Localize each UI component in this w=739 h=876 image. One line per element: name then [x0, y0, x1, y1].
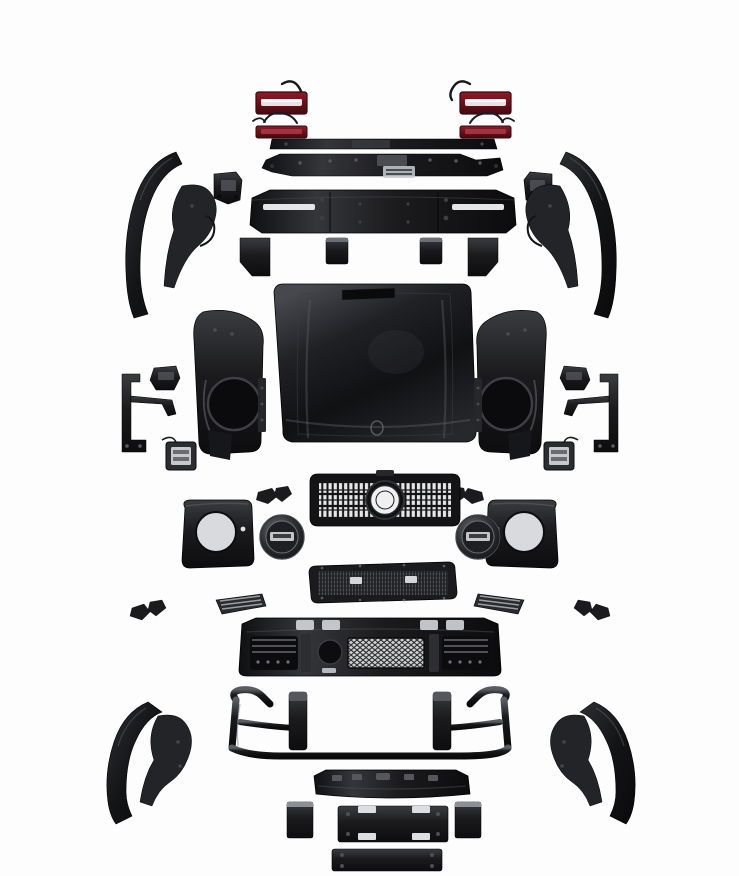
- grille-emblem-mount: [375, 490, 395, 510]
- fog-lamp-aperture: [317, 639, 343, 673]
- hood-scoop-slot: [341, 287, 396, 301]
- tail-lamp-right: [449, 80, 512, 115]
- front-liner-right: [550, 714, 603, 807]
- rear-liner-right: [525, 184, 579, 289]
- rear-spacer-b: [419, 237, 443, 265]
- radiator-grille: [309, 470, 461, 527]
- rear-bumper-cover: [249, 189, 517, 234]
- marker-lamp-left: [161, 436, 197, 471]
- rear-mud-flap-left: [239, 237, 271, 277]
- rear-flare-right: [559, 151, 617, 319]
- rear-spacer-a: [325, 237, 349, 265]
- headlamp-unit-left: [259, 514, 305, 560]
- support-bracket-left: [121, 373, 177, 453]
- plate-bracket-lower: [331, 848, 443, 872]
- clip-pair-upper-left: [256, 486, 292, 504]
- headlamp-bezel-right: [485, 499, 559, 569]
- marker-lamp-right: [543, 436, 579, 471]
- headlamp-unit-right: [455, 514, 501, 560]
- front-mud-flap-right: [454, 801, 482, 839]
- tail-lamp-left: [255, 80, 308, 115]
- clip-set-left: [129, 599, 167, 621]
- skid-plate: [313, 769, 471, 799]
- tail-lamp-harness-left: [252, 111, 308, 139]
- hood-panel: [273, 283, 477, 443]
- plate-bracket-upper: [337, 805, 449, 843]
- brush-guard: [228, 686, 512, 760]
- rear-crossbar: [269, 138, 498, 150]
- front-flare-left: [106, 701, 163, 825]
- rear-liner-left: [163, 184, 217, 289]
- tail-lamp-harness-right: [459, 111, 515, 139]
- rear-bracket-left: [213, 171, 243, 205]
- mount-block-left: [149, 365, 181, 391]
- side-vent-right: [473, 593, 525, 615]
- rear-impact-beam: [261, 153, 504, 178]
- rear-flare-left: [125, 151, 183, 319]
- clip-set-right: [573, 599, 611, 621]
- front-fender-right: [474, 310, 547, 460]
- cowl-vent-panel: [308, 561, 458, 604]
- front-flare-right: [579, 701, 636, 825]
- front-mud-flap-left: [286, 801, 314, 839]
- bumper-mesh: [347, 637, 425, 669]
- headlamp-bezel-left: [181, 499, 255, 569]
- mount-block-right: [559, 365, 591, 391]
- support-bracket-right: [563, 373, 619, 453]
- front-liner-left: [139, 714, 192, 807]
- hood-latch: [370, 420, 384, 436]
- side-vent-left: [215, 593, 267, 615]
- rear-mud-flap-right: [467, 237, 499, 277]
- front-fender-left: [193, 310, 266, 460]
